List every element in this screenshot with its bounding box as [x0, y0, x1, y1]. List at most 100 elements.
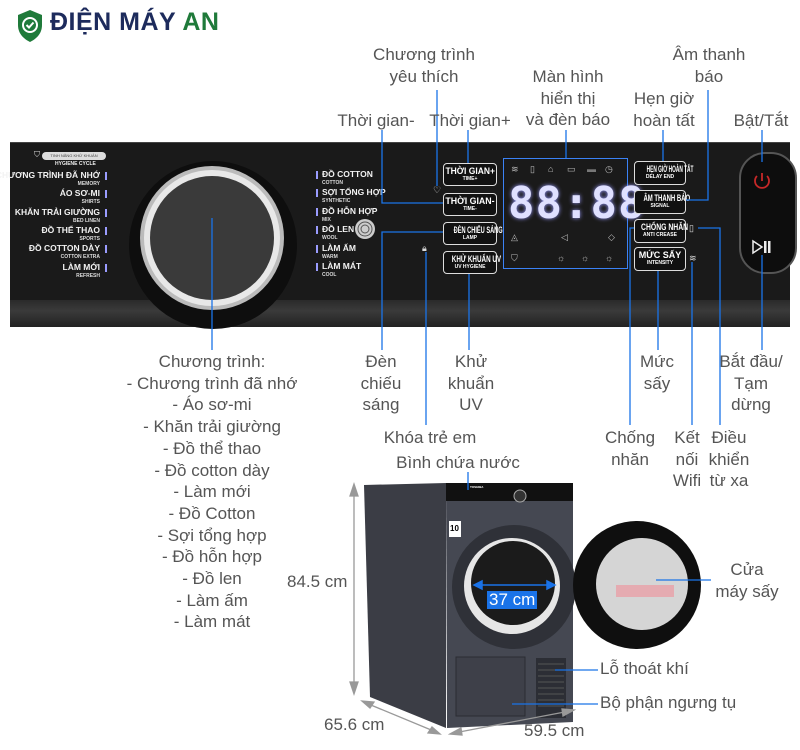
power-start-panel — [739, 152, 797, 274]
callout-lines — [211, 90, 763, 705]
callout-time-minus: Thời gian- — [337, 111, 415, 130]
mute-icon: ◁ — [561, 232, 568, 242]
button-sublabel: TIME- — [463, 206, 477, 212]
dry-high-icon: ☼ — [605, 253, 614, 263]
button-label: ÂM THANH BÁO — [643, 193, 691, 203]
remote-phone-icon: ▯ — [689, 223, 694, 233]
hygiene-label: HYGIENE CYCLE — [55, 161, 96, 167]
energy-label — [449, 521, 461, 537]
button-label: ĐÈN CHIẾU SÁNG — [453, 225, 503, 235]
energy-label-value: 10 — [450, 524, 459, 533]
shield-icon: ⛉ — [511, 253, 518, 263]
button-label: HẸN GIỜ HOÀN TẤT — [646, 164, 694, 174]
time-digits: 88:88 — [508, 178, 646, 229]
width-dimension: 59.5 cm — [524, 721, 585, 740]
indicator — [105, 264, 107, 272]
power-button[interactable] — [751, 170, 773, 197]
door-glass — [596, 538, 688, 630]
toshiba-mark: TOSHIBA — [470, 485, 484, 489]
indicator — [105, 227, 107, 235]
wifi-icon: ≋ — [689, 253, 697, 263]
indicator — [105, 190, 107, 198]
time-plus-button[interactable]: THỜI GIAN+TIME+ — [443, 163, 497, 186]
dryer-knob — [513, 489, 527, 503]
button-label: KHỬ KHUẨN UV — [451, 254, 502, 264]
callout-time-plus: Thời gian+ — [429, 111, 511, 130]
callout-child-lock: Khóa trẻ em — [383, 428, 477, 447]
dryer-side — [364, 483, 446, 728]
lock-icon: 🔒︎ — [422, 243, 427, 253]
button-sublabel: ANTI CREASE — [643, 232, 677, 238]
vent-slats — [538, 663, 564, 707]
door-glass-reflection — [616, 585, 674, 597]
brand-name-accent: AN — [182, 8, 220, 36]
button-sublabel: LAMP — [462, 235, 478, 241]
button-label: CHỐNG NHĂN — [641, 222, 689, 232]
indicator — [316, 171, 318, 179]
button-sublabel: INTENSITY — [646, 260, 674, 266]
indicator — [316, 189, 318, 197]
hygiene-icon: ⛉ — [34, 150, 40, 159]
brand-logo: ĐIỆN MÁY AN — [50, 8, 219, 37]
button-label: THỜI GIAN- — [445, 196, 495, 206]
door-diameter-dimension: 37 cm — [487, 590, 538, 609]
callout-water-tank: Bình chứa nước — [396, 453, 520, 472]
button-sublabel: TIME+ — [462, 176, 478, 182]
wool-mark-icon — [354, 218, 376, 245]
button-sublabel: UV HYGIENE — [454, 264, 486, 270]
leaf-icon: ◇ — [608, 232, 615, 242]
drum — [471, 541, 555, 625]
filter-icon: ▬ — [587, 164, 596, 174]
start-pause-button[interactable] — [751, 239, 773, 260]
indicator — [316, 208, 318, 216]
dry-low-icon: ☼ — [557, 253, 566, 263]
drop-icon: ◬ — [511, 232, 518, 242]
door-diameter-arrow — [472, 579, 557, 591]
play-pause-icon — [752, 239, 771, 255]
indicator — [316, 245, 318, 253]
wifi-icon: ≋ — [511, 164, 519, 174]
power-icon — [754, 173, 770, 189]
depth-dimension: 65.6 cm — [324, 715, 385, 734]
heart-icon: ♡ — [433, 185, 442, 195]
clock-icon: ◷ — [605, 164, 613, 174]
time-minus-button[interactable]: THỜI GIAN-TIME- — [443, 193, 497, 216]
lcd-display — [503, 158, 628, 269]
hygiene-badge: TINH NĂNG KHỬ KHUẨN — [42, 152, 106, 160]
lock-icon: ⌂ — [548, 164, 554, 174]
button-label: THỜI GIAN+ — [445, 166, 495, 176]
button-label: MỨC SẤY — [638, 250, 682, 260]
tank-icon: ▭ — [567, 164, 576, 174]
panel-bottom-edge — [10, 300, 790, 327]
button-sublabel: SIGNAL — [650, 203, 670, 209]
callout-condenser: Bộ phận ngưng tụ — [600, 693, 737, 712]
brand-name: ĐIỆN MÁY — [50, 8, 176, 36]
indicator — [105, 172, 107, 180]
indicator — [105, 245, 107, 253]
